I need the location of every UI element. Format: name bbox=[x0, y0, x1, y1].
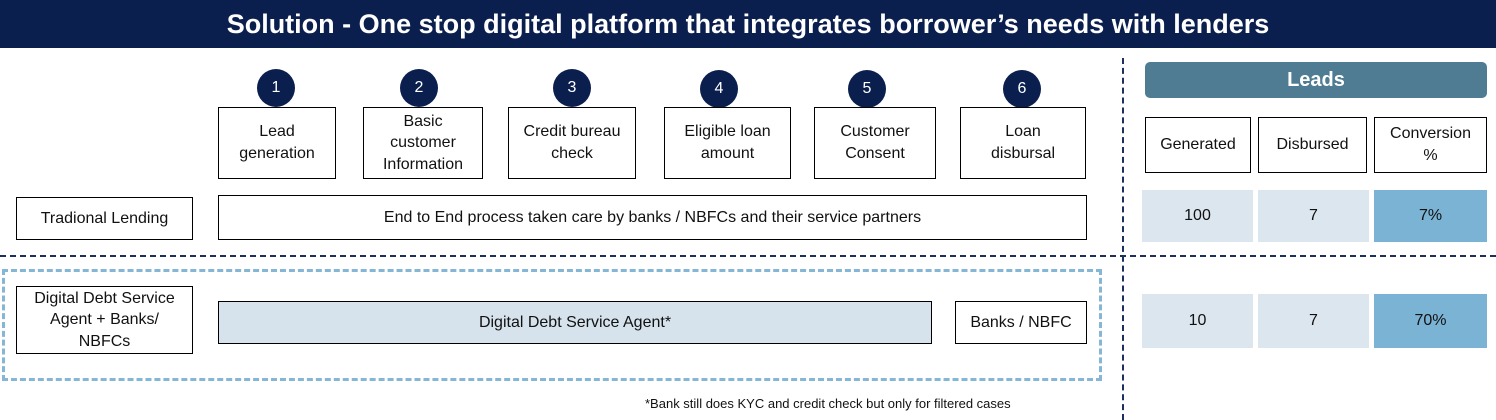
step-1-label: Lead generation bbox=[239, 123, 315, 162]
banks-nbfc-box: Banks / NBFC bbox=[955, 301, 1087, 344]
step-1-number: 1 bbox=[257, 69, 295, 107]
traditional-disbursed: 7 bbox=[1258, 190, 1369, 242]
step-2-box: Basic customer Information bbox=[363, 107, 483, 179]
step-3-box: Credit bureau check bbox=[508, 107, 636, 179]
traditional-conversion: 7% bbox=[1374, 190, 1487, 242]
conversion-header: Conversion % bbox=[1374, 117, 1487, 173]
digital-model-label: Digital Debt Service Agent + Banks/ NBFC… bbox=[16, 286, 193, 354]
step-2-label: Basic customer Information bbox=[382, 112, 464, 173]
horizontal-divider bbox=[0, 255, 1496, 257]
traditional-lending-label: Tradional Lending bbox=[16, 197, 193, 240]
step-3-label: Credit bureau check bbox=[523, 123, 621, 162]
digital-disbursed: 7 bbox=[1258, 294, 1369, 348]
step-2-number: 2 bbox=[400, 69, 438, 107]
vertical-divider bbox=[1122, 58, 1124, 420]
disbursed-header: Disbursed bbox=[1258, 117, 1367, 173]
traditional-generated: 100 bbox=[1142, 190, 1253, 242]
digital-conversion: 70% bbox=[1374, 294, 1487, 348]
step-6-number: 6 bbox=[1003, 70, 1041, 108]
step-1-box: Lead generation bbox=[218, 107, 336, 179]
generated-header: Generated bbox=[1145, 117, 1251, 173]
digital-generated: 10 bbox=[1142, 294, 1253, 348]
page-title: Solution - One stop digital platform tha… bbox=[0, 0, 1496, 48]
step-6-label: Loan disbursal bbox=[990, 123, 1056, 162]
step-5-number: 5 bbox=[848, 70, 886, 108]
footnote: *Bank still does KYC and credit check bu… bbox=[645, 396, 1011, 411]
traditional-process-box: End to End process taken care by banks /… bbox=[218, 195, 1087, 240]
digital-highlight-frame bbox=[2, 269, 1102, 381]
step-3-number: 3 bbox=[553, 69, 591, 107]
step-6-box: Loan disbursal bbox=[960, 107, 1086, 179]
step-4-box: Eligible loan amount bbox=[664, 107, 791, 179]
step-4-label: Eligible loan amount bbox=[684, 123, 771, 162]
leads-header: Leads bbox=[1145, 62, 1487, 98]
step-4-number: 4 bbox=[700, 70, 738, 108]
step-5-label: Customer Consent bbox=[840, 123, 910, 162]
step-5-box: Customer Consent bbox=[814, 107, 936, 179]
digital-agent-box: Digital Debt Service Agent* bbox=[218, 301, 932, 344]
